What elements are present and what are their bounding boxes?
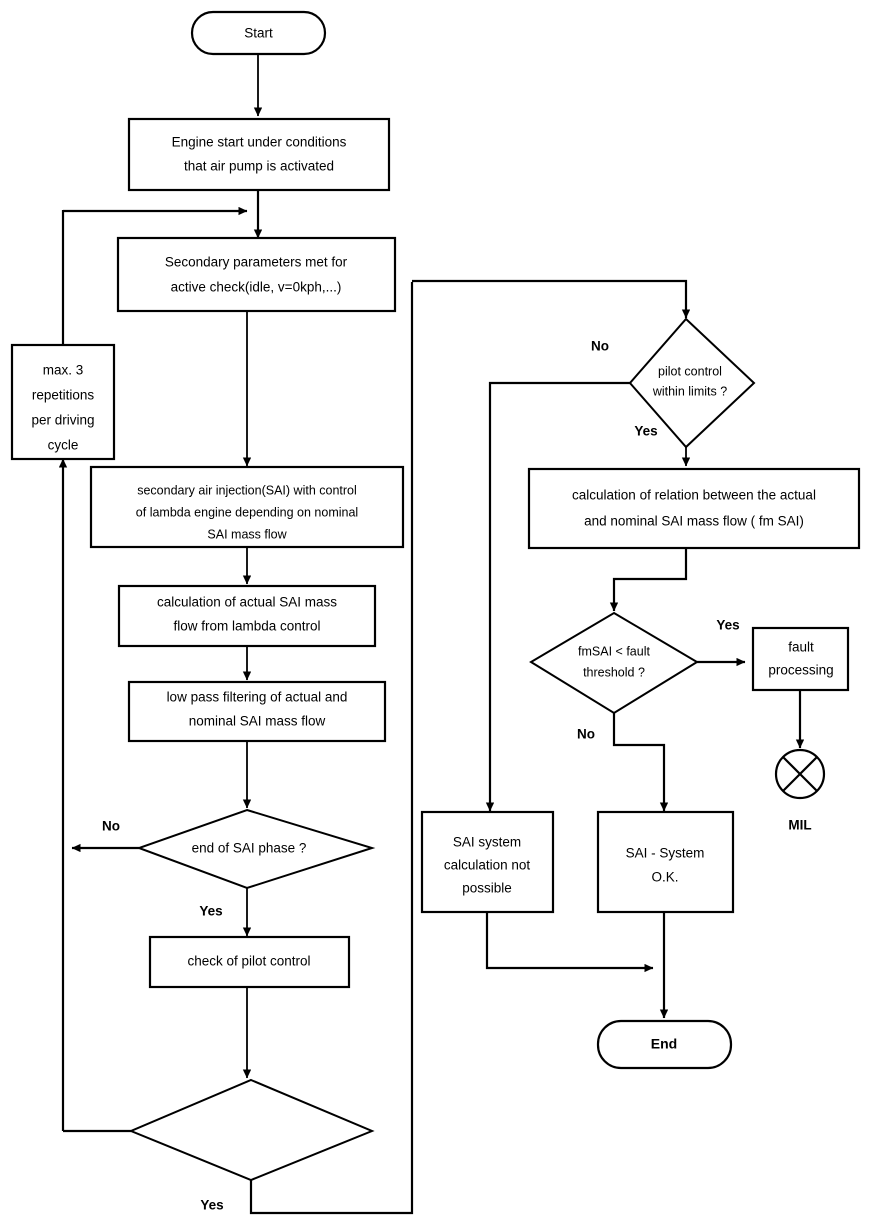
engine-start-line2: that air pump is activated (184, 159, 334, 174)
fmsai-line2: threshold ? (583, 665, 645, 679)
node-fault-processing[interactable]: fault processing (751, 626, 850, 692)
node-unlabeled-decision[interactable] (128, 1078, 375, 1182)
edge-calc-relation-to-fmsai (609, 548, 688, 612)
check-pilot-control-shape (148, 935, 351, 989)
fault-processing-shape (751, 626, 850, 692)
pilot-within-limits-line1: pilot control (658, 364, 722, 378)
sai-control-line3: SAI mass flow (207, 527, 287, 541)
node-calc-relation[interactable]: calculation of relation between the actu… (527, 467, 861, 550)
secondary-parameters-shape (116, 236, 397, 313)
edge-unlabeled-decision-yes (249, 282, 414, 1215)
node-sai-control[interactable]: secondary air injection(SAI) with contro… (89, 465, 405, 549)
engine-start-shape (127, 117, 391, 192)
connector-layer (58, 54, 805, 1215)
max-repetitions-line2: repetitions (32, 388, 95, 403)
node-engine-start[interactable]: Engine start under conditions that air p… (127, 117, 391, 192)
edge-fmsai-no (612, 713, 669, 812)
node-sai-not-possible[interactable]: SAI system calculation not possible (420, 810, 555, 914)
low-pass-shape (127, 680, 387, 743)
end-label: End (651, 1036, 677, 1052)
max-repetitions-shape (10, 343, 116, 461)
edge-label-pilot-no: No (591, 339, 609, 354)
low-pass-line1: low pass filtering of actual and (167, 690, 348, 705)
calc-relation-line1: calculation of relation between the actu… (572, 488, 816, 503)
calc-actual-line2: flow from lambda control (173, 619, 320, 634)
calc-relation-shape (527, 467, 861, 550)
sai-control-shape (89, 465, 405, 549)
node-mil[interactable]: MIL (774, 748, 826, 833)
fault-processing-line1: fault (788, 640, 814, 655)
start-shape (190, 10, 327, 56)
calc-actual-shape (117, 584, 377, 648)
edge-label-unlabeled-decision-yes: Yes (200, 1198, 223, 1213)
secondary-parameters-line1: Secondary parameters met for (165, 255, 348, 270)
edge-secondary-to-pilot-decision (412, 279, 691, 319)
max-repetitions-line3: per driving (31, 413, 94, 428)
edge-pilot-no (485, 381, 630, 812)
node-end-of-sai-decision[interactable]: end of SAI phase ? (136, 808, 376, 890)
node-start[interactable]: Start (190, 10, 327, 56)
engine-start-line1: Engine start under conditions (172, 135, 347, 150)
sai-not-possible-line2: calculation not (444, 858, 531, 873)
end-of-sai-shape (136, 808, 376, 890)
fault-processing-line2: processing (768, 663, 833, 678)
check-pilot-control-label: check of pilot control (187, 954, 310, 969)
mil-label: MIL (788, 818, 811, 833)
calc-actual-line1: calculation of actual SAI mass (157, 595, 337, 610)
sai-control-line2: of lambda engine depending on nominal (136, 505, 358, 519)
edge-label-end-of-sai-yes: Yes (199, 904, 222, 919)
sai-ok-line2: O.K. (651, 870, 678, 885)
edge-label-fmsai-no: No (577, 727, 595, 742)
node-low-pass[interactable]: low pass filtering of actual and nominal… (127, 680, 387, 743)
node-calc-actual[interactable]: calculation of actual SAI mass flow from… (117, 584, 377, 648)
node-sai-ok[interactable]: SAI - System O.K. (596, 810, 735, 914)
calc-relation-line2: and nominal SAI mass flow ( fm SAI) (584, 514, 804, 529)
node-pilot-within-limits[interactable]: pilot control within limits ? (628, 317, 756, 449)
end-of-sai-label: end of SAI phase ? (192, 841, 307, 856)
fmsai-line1: fmSAI < fault (578, 644, 650, 658)
low-pass-line2: nominal SAI mass flow (189, 714, 326, 729)
max-repetitions-line4: cycle (48, 438, 79, 453)
edge-label-end-of-sai-no: No (102, 819, 120, 834)
node-end[interactable]: End (596, 1019, 733, 1070)
sai-not-possible-line3: possible (462, 881, 512, 896)
sai-ok-shape (596, 810, 735, 914)
sai-ok-line1: SAI - System (626, 846, 705, 861)
pilot-within-limits-line2: within limits ? (652, 384, 727, 398)
mil-cross-line-2 (782, 756, 818, 792)
max-repetitions-line1: max. 3 (43, 363, 84, 378)
sai-not-possible-shape (420, 810, 555, 914)
edge-label-fmsai-yes: Yes (716, 618, 739, 633)
pilot-within-limits-shape (628, 317, 756, 449)
node-secondary-parameters[interactable]: Secondary parameters met for active chec… (116, 236, 397, 313)
sai-control-line1: secondary air injection(SAI) with contro… (137, 483, 357, 497)
node-check-pilot-control[interactable]: check of pilot control (148, 935, 351, 989)
unlabeled-decision-shape (128, 1078, 375, 1182)
start-label: Start (244, 26, 273, 41)
end-shape (596, 1019, 733, 1070)
edge-label-pilot-yes: Yes (634, 424, 657, 439)
node-max-repetitions[interactable]: max. 3 repetitions per driving cycle (10, 343, 116, 461)
edge-sai-not-possible-to-end (485, 911, 654, 973)
node-fmsai-decision[interactable]: fmSAI < fault threshold ? (529, 611, 699, 715)
fmsai-decision-shape (529, 611, 699, 715)
secondary-parameters-line2: active check(idle, v=0kph,...) (171, 280, 342, 295)
sai-not-possible-line1: SAI system (453, 835, 521, 850)
